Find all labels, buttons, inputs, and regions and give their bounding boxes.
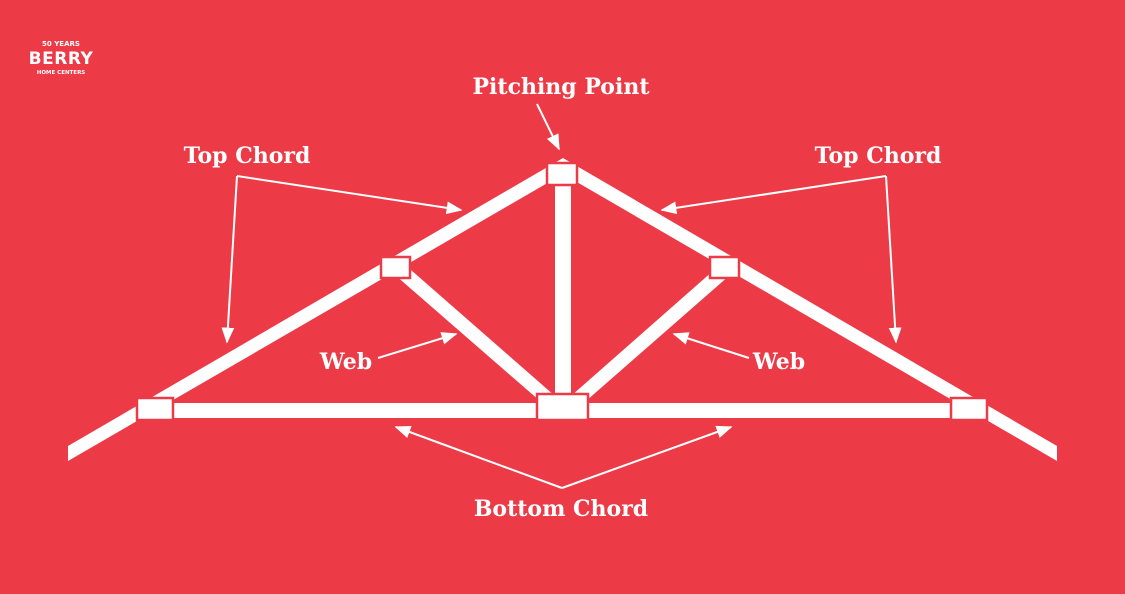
arrow-bottom-chord-right (561, 425, 733, 489)
plate-heel-right (949, 396, 989, 422)
label-web-right: Web (752, 349, 805, 375)
web-left-member (387, 263, 563, 408)
label-pitching-point: Pitching Point (473, 74, 651, 100)
arrow-web-right (672, 332, 750, 359)
truss (68, 158, 1057, 461)
top-chord-left-member (68, 158, 563, 461)
arrow-top-chord-left-b (221, 175, 238, 344)
berry-logo: 50 YEARS BERRY HOME CENTERS (29, 40, 94, 76)
label-web-left: Web (319, 349, 372, 375)
arrow-top-chord-right-b (885, 175, 902, 344)
logo-main-text: BERRY (29, 49, 94, 69)
plate-web-left (379, 255, 412, 280)
plate-web-right (708, 255, 741, 280)
label-top-chord-left: Top Chord (184, 143, 311, 169)
arrow-pitching-point (536, 103, 560, 151)
arrow-top-chord-left-a (236, 175, 463, 215)
plate-heel-left (135, 396, 175, 422)
plate-apex (545, 161, 579, 187)
web-right-member (563, 263, 738, 408)
logo-top-text: 50 YEARS (42, 40, 80, 48)
arrow-bottom-chord-left (394, 425, 563, 489)
arrow-web-left (377, 332, 458, 359)
label-top-chord-right: Top Chord (815, 143, 942, 169)
arrow-top-chord-right-a (660, 175, 887, 215)
callout-arrows (221, 103, 902, 489)
top-chord-right-member (563, 158, 1057, 461)
plate-center (535, 392, 590, 422)
king-post-member (555, 175, 571, 405)
logo-bottom-text: HOME CENTERS (37, 70, 86, 76)
label-bottom-chord: Bottom Chord (474, 496, 648, 522)
